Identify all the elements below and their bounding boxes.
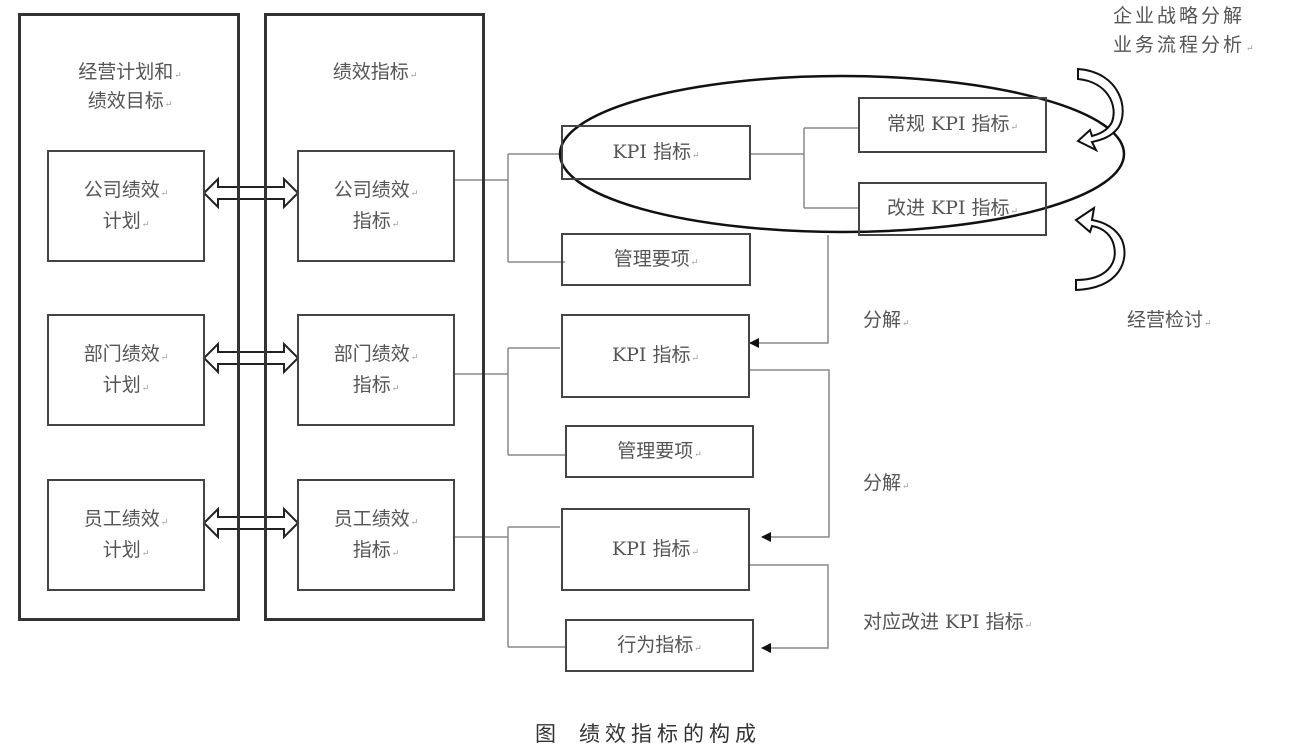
company-connectors <box>455 127 858 263</box>
dept-plan-box: 部门绩效计划 <box>47 314 205 426</box>
curved-arrow-review-icon <box>1074 205 1126 292</box>
caption-prefix: 图 <box>535 722 561 746</box>
staff-behavior-box: 行为指标 <box>565 619 754 672</box>
caption-title: 绩效指标的构成 <box>579 722 761 746</box>
company-kpi-box: KPI 指标 <box>561 125 751 180</box>
company-plan-box: 公司绩效计划 <box>47 150 205 262</box>
plan-column-title: 经营计划和 绩效目标 <box>40 58 220 117</box>
plan-column <box>18 13 240 621</box>
improve-map-arrow <box>750 564 829 653</box>
improve-kpi-box: 改进 KPI 指标 <box>858 182 1047 236</box>
strategy-annotation: 企业战略分解 业务流程分析 <box>1113 2 1257 61</box>
dept-kpi-box: KPI 指标 <box>561 314 750 398</box>
decompose-annotation-2: 分解 <box>863 469 910 498</box>
decompose-arrow-2 <box>750 369 830 542</box>
improve-map-annotation: 对应改进 KPI 指标 <box>863 608 1032 637</box>
staff-plan-box: 员工绩效计划 <box>47 479 205 591</box>
strategy-annotation-line1: 企业战略分解 <box>1113 5 1246 27</box>
strategy-annotation-line2: 业务流程分析 <box>1113 31 1257 60</box>
plan-column-title-line1: 经营计划和 <box>40 58 220 87</box>
regular-kpi-box: 常规 KPI 指标 <box>858 97 1047 153</box>
company-indicator-box: 公司绩效指标 <box>297 150 455 262</box>
staff-connectors <box>455 526 565 648</box>
indicator-column <box>264 13 485 621</box>
indicator-column-title: 绩效指标 <box>285 58 465 87</box>
plan-column-title-line2: 绩效目标 <box>40 87 220 116</box>
curved-arrow-strategy-icon <box>1076 67 1124 153</box>
dept-mgmt-box: 管理要项 <box>565 425 754 478</box>
decompose-annotation-1: 分解 <box>863 306 910 335</box>
decompose-arrow-1 <box>749 235 829 348</box>
figure-caption: 图绩效指标的构成 <box>0 718 1296 748</box>
company-mgmt-box: 管理要项 <box>561 233 751 286</box>
review-annotation: 经营检讨 <box>1127 306 1212 335</box>
staff-indicator-box: 员工绩效指标 <box>297 479 455 591</box>
dept-indicator-box: 部门绩效指标 <box>297 314 455 426</box>
kpi-ellipse <box>558 74 1126 234</box>
staff-kpi-box: KPI 指标 <box>561 508 750 591</box>
dept-connectors <box>455 347 565 456</box>
